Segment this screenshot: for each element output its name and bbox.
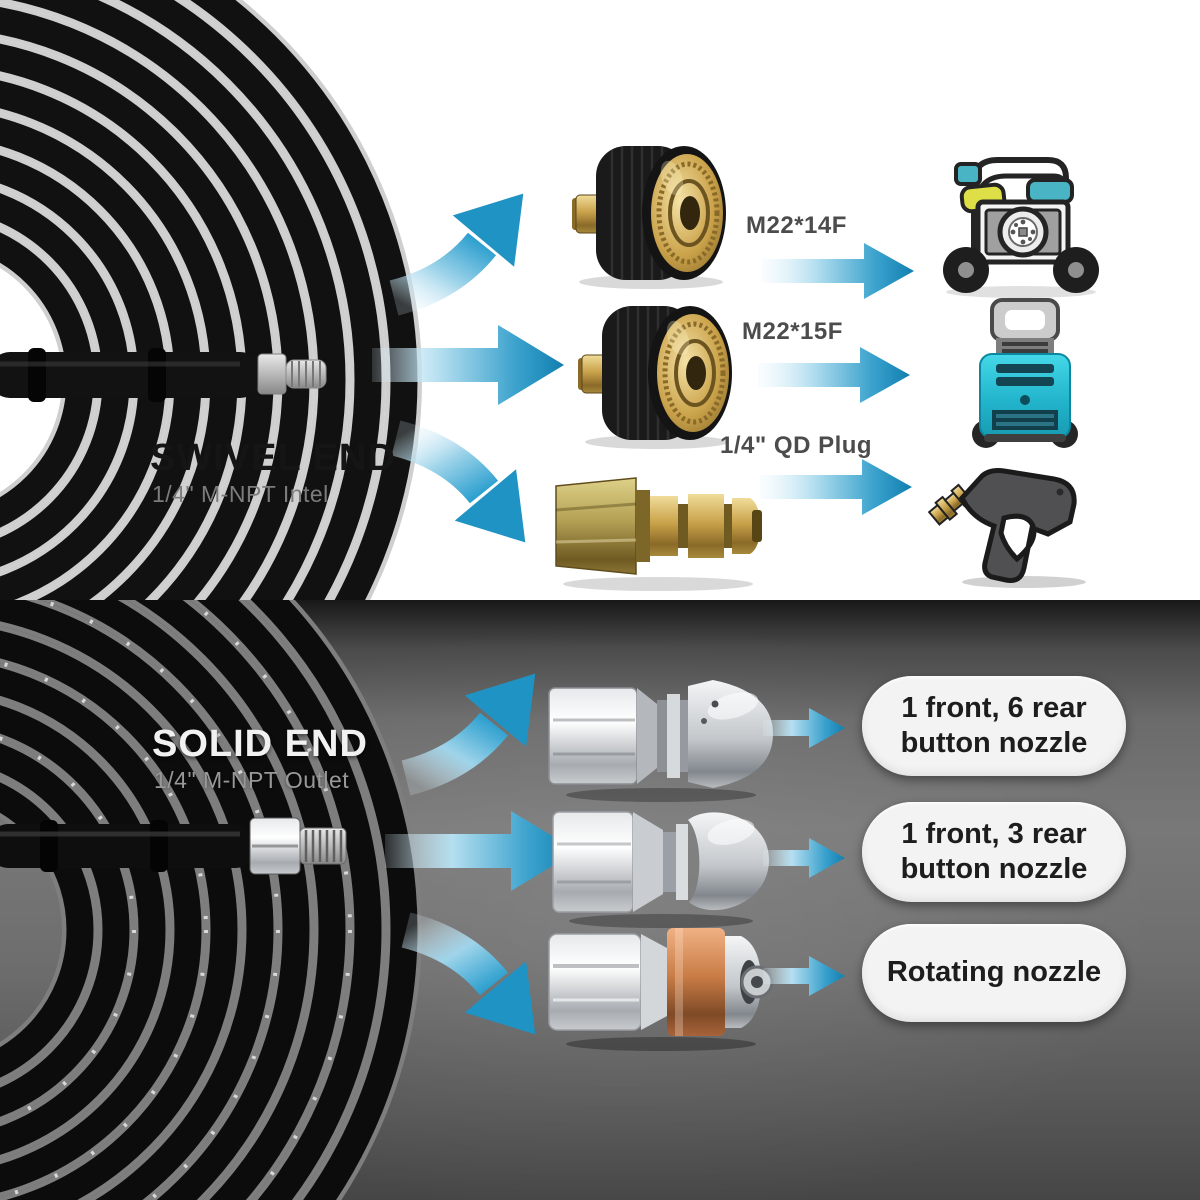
solid-end-artwork — [0, 600, 845, 1200]
coiled-hose-top — [0, 0, 404, 600]
arrow-hose-to-qd-plug — [396, 438, 556, 568]
coiled-hose-bottom — [0, 600, 404, 1200]
arrow-nozzle-6rear-to-label — [763, 708, 845, 748]
m22-14-adapter-icon — [572, 146, 726, 289]
swivel-end-section — [0, 0, 1200, 600]
solid-end-title: SOLID END — [152, 723, 368, 765]
nozzle-label-6-rear: 1 front, 6 rear button nozzle — [862, 676, 1126, 776]
arrow-nozzle-rotating-to-label — [763, 956, 845, 996]
arrow-m22-14-to-machine — [762, 243, 914, 299]
button-nozzle-3-rear-icon — [551, 810, 771, 930]
solid-end-subtitle: 1/4" M-NPT Outlet — [154, 767, 350, 793]
arrow-nozzle-3rear-to-label — [763, 838, 845, 878]
nozzle-label-3-rear: 1 front, 3 rear button nozzle — [862, 802, 1126, 902]
nozzle-label-rotating: Rotating nozzle — [862, 924, 1126, 1022]
hose-swivel-end-fitting — [0, 348, 327, 402]
button-nozzle-6-rear-icon — [547, 678, 775, 804]
spray-gun-icon — [927, 471, 1086, 588]
arrow-hose-to-nozzle-rotating — [406, 930, 566, 1060]
rotating-nozzle-icon — [547, 926, 774, 1053]
quick-disconnect-plug-icon — [554, 476, 764, 593]
adapter-label-m22-14f: M22*14F — [746, 212, 847, 239]
arrow-hose-to-nozzle-6rear — [406, 648, 566, 778]
swivel-end-title: SWIVEL END — [150, 437, 396, 479]
arrow-m22-15-to-machine — [758, 347, 910, 403]
electric-pressure-washer-icon — [970, 298, 1080, 450]
gas-pressure-washer-icon — [943, 160, 1099, 298]
m22-15-adapter-icon — [578, 306, 732, 449]
arrow-hose-to-m22-14 — [394, 168, 554, 298]
adapter-label-m22-15f: M22*15F — [742, 318, 843, 345]
adapter-label-qd-plug: 1/4" QD Plug — [720, 432, 873, 459]
arrow-qd-plug-to-machine — [760, 459, 912, 515]
swivel-end-artwork — [0, 0, 1200, 600]
swivel-end-subtitle: 1/4" M-NPT Intel — [152, 481, 329, 507]
hose-solid-end-fitting — [0, 817, 347, 875]
